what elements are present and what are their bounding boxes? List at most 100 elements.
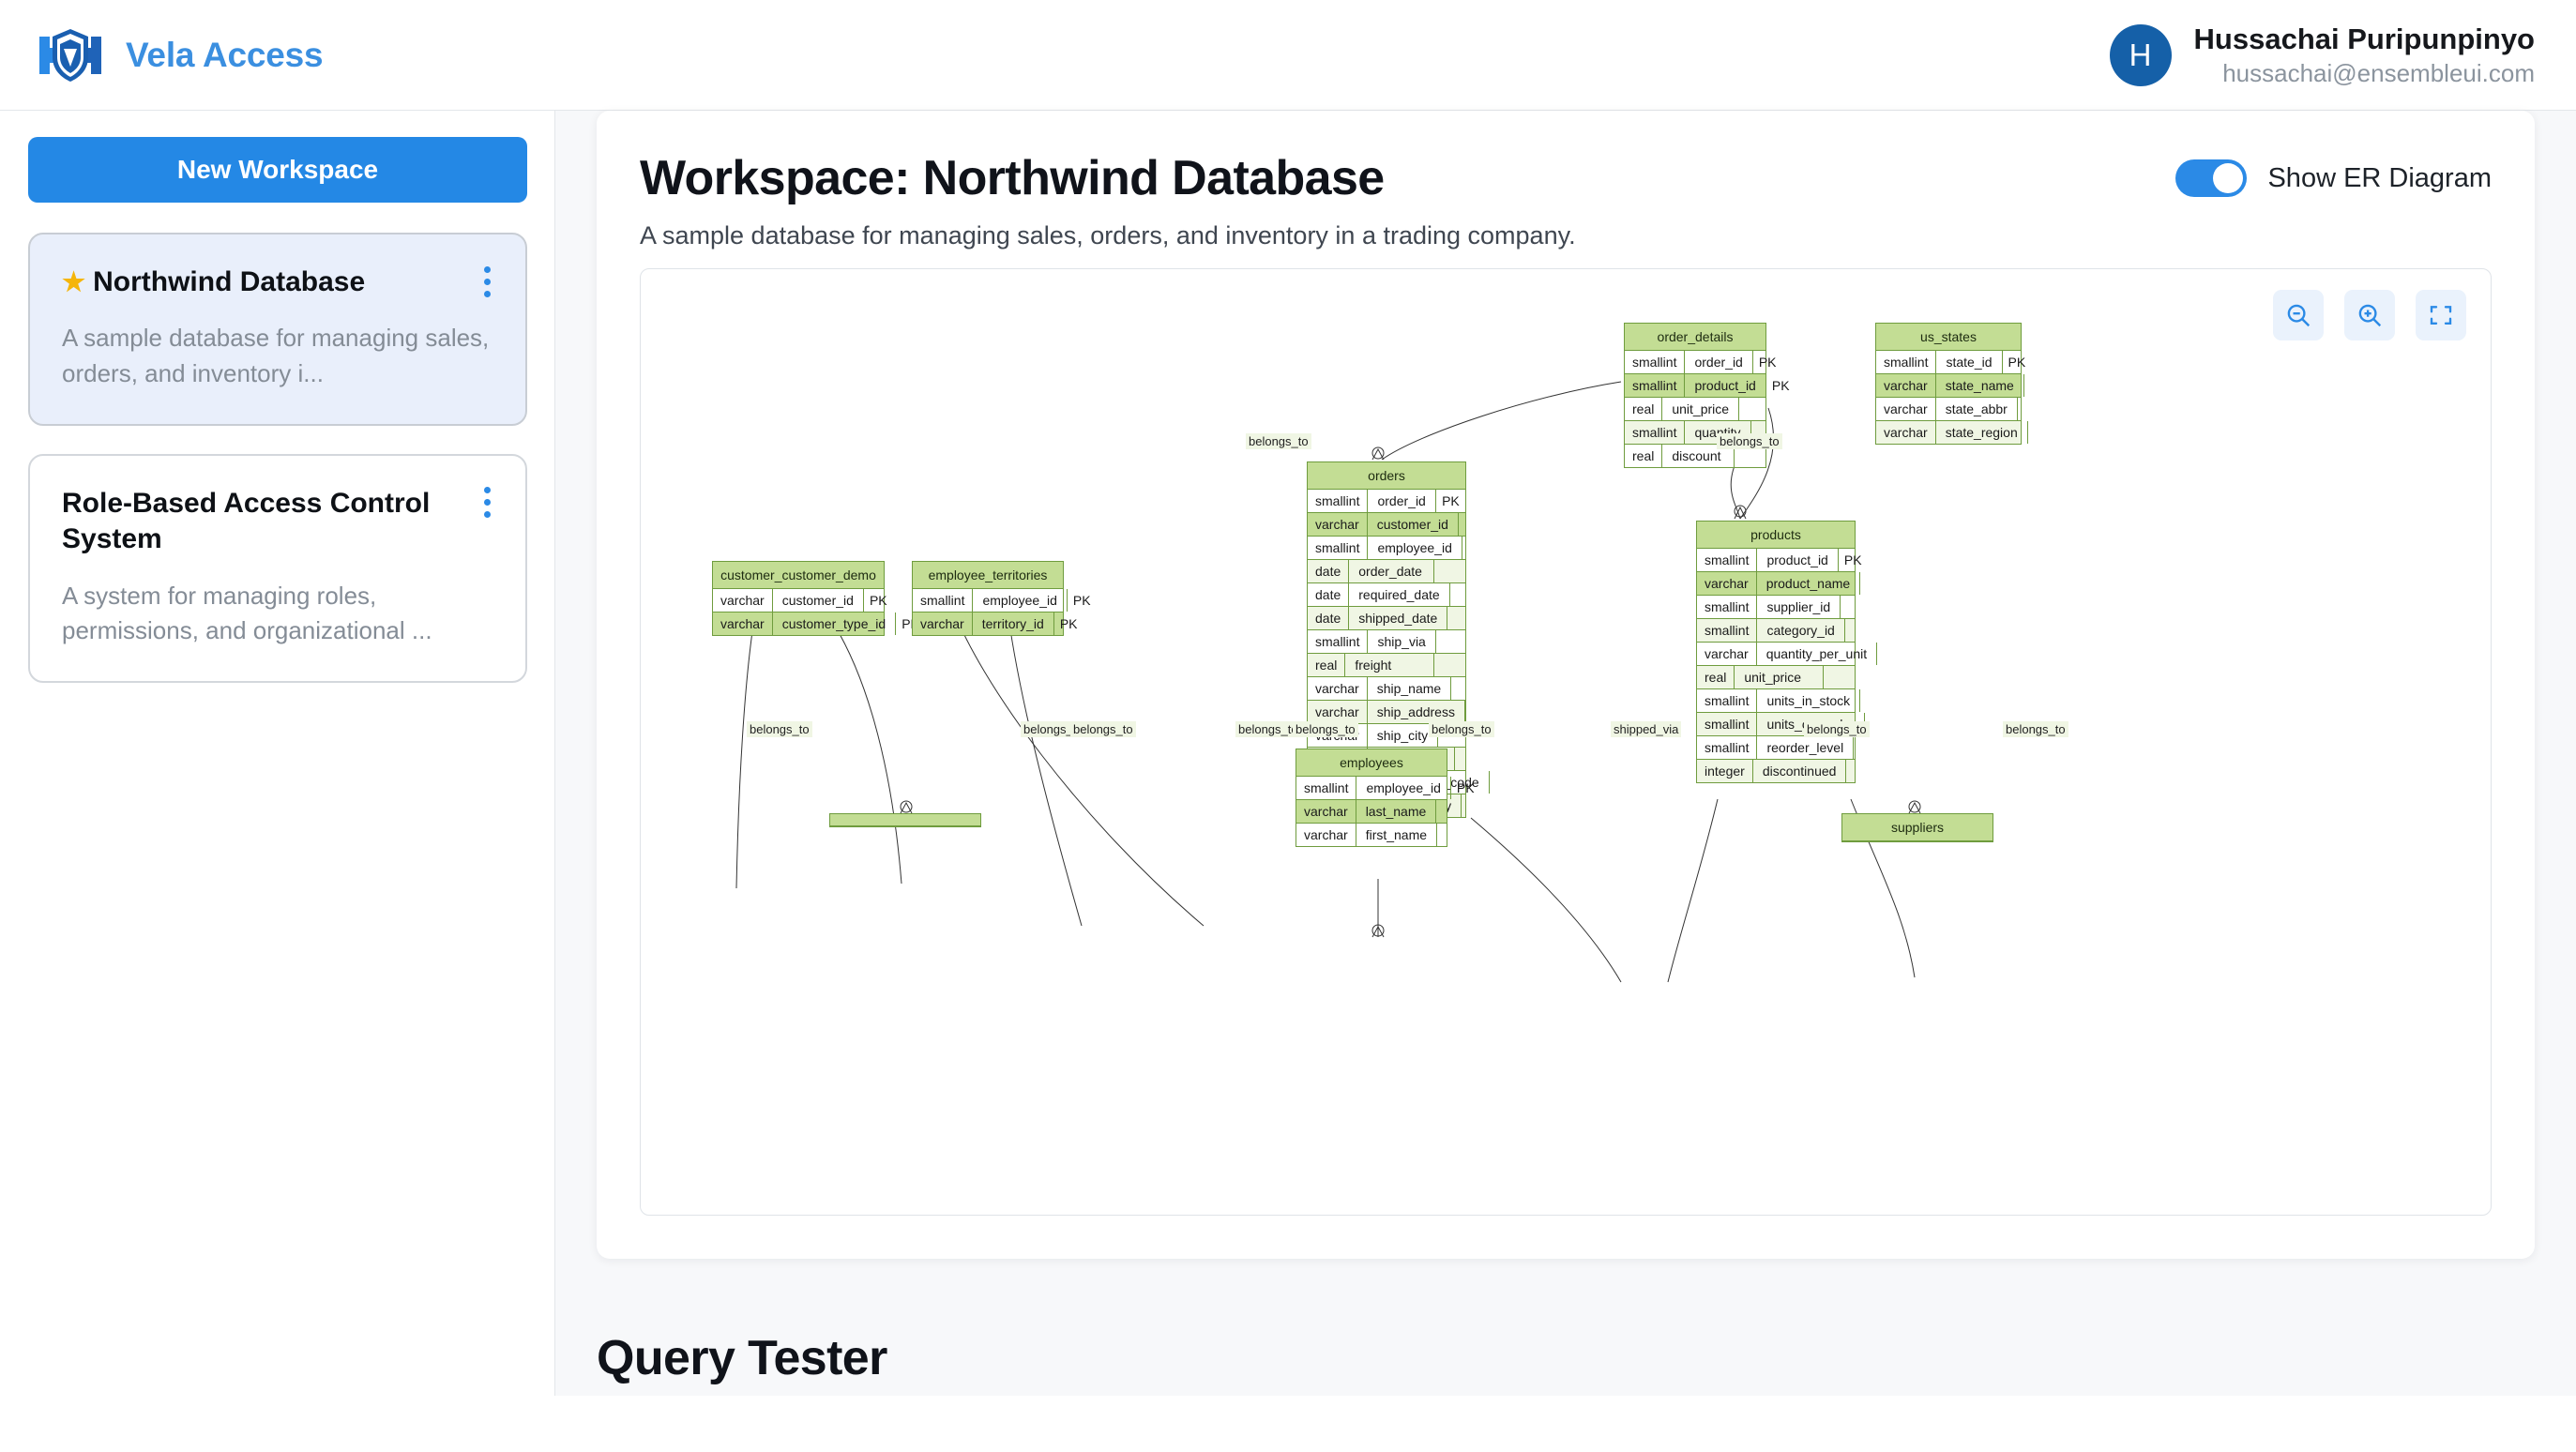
workspace-card-northwind-database[interactable]: ★Northwind Database A sample database fo… <box>28 233 527 426</box>
zoom-in-button[interactable] <box>2344 290 2395 340</box>
er-column-type: varchar <box>1308 701 1368 723</box>
er-table-partial[interactable] <box>829 813 981 827</box>
er-column-type: varchar <box>1876 421 1936 444</box>
er-column-name: order_date <box>1358 564 1422 579</box>
er-column-key <box>1435 800 1447 823</box>
top-bar: Vela Access H Hussachai Puripunpinyo hus… <box>0 0 2576 111</box>
er-column-type: varchar <box>713 589 773 612</box>
user-name: Hussachai Puripunpinyo <box>2193 22 2535 55</box>
er-column-key: PK <box>1434 490 1465 512</box>
er-column-key <box>1461 794 1473 817</box>
er-column-name: product_id <box>1694 378 1756 393</box>
er-column-name: employee_id <box>1377 540 1452 555</box>
er-table-suppliers[interactable]: suppliers <box>1841 813 1993 842</box>
zoom-out-button[interactable] <box>2273 290 2324 340</box>
er-column-key <box>1853 736 1865 759</box>
er-relationship-label: shipped_via <box>1611 721 1682 737</box>
er-column-type: varchar <box>1876 398 1936 420</box>
avatar: H <box>2109 23 2172 86</box>
er-column-name: category_id <box>1766 623 1835 638</box>
er-column-type: smallint <box>1625 351 1686 373</box>
er-column-type: date <box>1308 583 1350 606</box>
user-menu[interactable]: H Hussachai Puripunpinyo hussachai@ensem… <box>2109 22 2576 88</box>
toggle-knob <box>2213 163 2244 193</box>
er-column-name: last_name <box>1365 804 1427 819</box>
er-column-name: ship_name <box>1376 681 1442 696</box>
er-column-name: unit_price <box>1744 670 1802 685</box>
query-tester-title: Query Tester <box>597 1331 887 1385</box>
workspace-description: A system for managing roles, permissions… <box>62 581 432 645</box>
er-table-title: employees <box>1296 749 1447 777</box>
er-column-name: customer_type_id <box>781 616 886 631</box>
er-column-name: reorder_level <box>1766 740 1844 755</box>
show-er-diagram-toggle[interactable] <box>2175 159 2248 197</box>
er-relationship-lines <box>735 381 1921 983</box>
er-column-type: smallint <box>1697 619 1758 642</box>
er-column-key <box>1734 445 1765 467</box>
er-relationship-label: belongs_to <box>1246 433 1311 449</box>
er-column-type: smallint <box>1625 421 1686 444</box>
er-column-name: territory_id <box>981 616 1044 631</box>
er-column-key <box>1843 619 1856 642</box>
brand[interactable]: Vela Access <box>0 26 324 84</box>
page-title: Workspace: Northwind Database <box>640 151 1385 205</box>
workspace-card-role-based-access-control-system[interactable]: Role-Based Access Control System A syste… <box>28 453 527 683</box>
er-column-key: PK <box>1751 351 1782 373</box>
er-column-name: state_id <box>1946 355 1993 370</box>
er-table-title: orders <box>1308 462 1465 490</box>
er-column-key <box>2016 398 2029 420</box>
workspace-panel: Workspace: Northwind Database A sample d… <box>597 111 2535 1259</box>
er-relationship-label: belongs_to <box>747 721 812 737</box>
kebab-menu-icon[interactable] <box>475 261 499 302</box>
er-column-key <box>2026 421 2039 444</box>
er-column-type: smallint <box>1625 374 1686 397</box>
er-column-key: PK <box>862 589 893 612</box>
er-table-title: suppliers <box>1842 814 1993 841</box>
er-relationship-label: belongs_to <box>2003 721 2068 737</box>
er-column-type: integer <box>1697 760 1753 782</box>
er-table-title: customer_customer_demo <box>713 562 884 589</box>
new-workspace-button[interactable]: New Workspace <box>28 137 527 203</box>
er-relationship-label: belongs_to <box>1235 721 1301 737</box>
er-column-name: first_name <box>1365 827 1428 842</box>
workspace-description: A sample database for managing sales, or… <box>62 324 490 388</box>
er-column-type: smallint <box>913 589 974 612</box>
er-column-key: PK <box>1053 613 1083 635</box>
er-column-key <box>1488 771 1501 794</box>
er-column-type: real <box>1625 445 1663 467</box>
er-column-name: discontinued <box>1762 764 1837 779</box>
er-column-name: employee_id <box>982 593 1057 608</box>
er-column-type: varchar <box>1697 643 1757 665</box>
er-column-type: varchar <box>1876 374 1936 397</box>
kebab-menu-icon[interactable] <box>475 482 499 523</box>
er-column-type: varchar <box>1296 824 1356 846</box>
fit-screen-button[interactable] <box>2416 290 2466 340</box>
fit-screen-icon <box>2430 306 2452 325</box>
er-column-type: date <box>1308 607 1350 629</box>
er-column-name: product_id <box>1766 552 1828 567</box>
er-column-key <box>1859 572 1871 595</box>
er-column-key <box>1436 824 1448 846</box>
